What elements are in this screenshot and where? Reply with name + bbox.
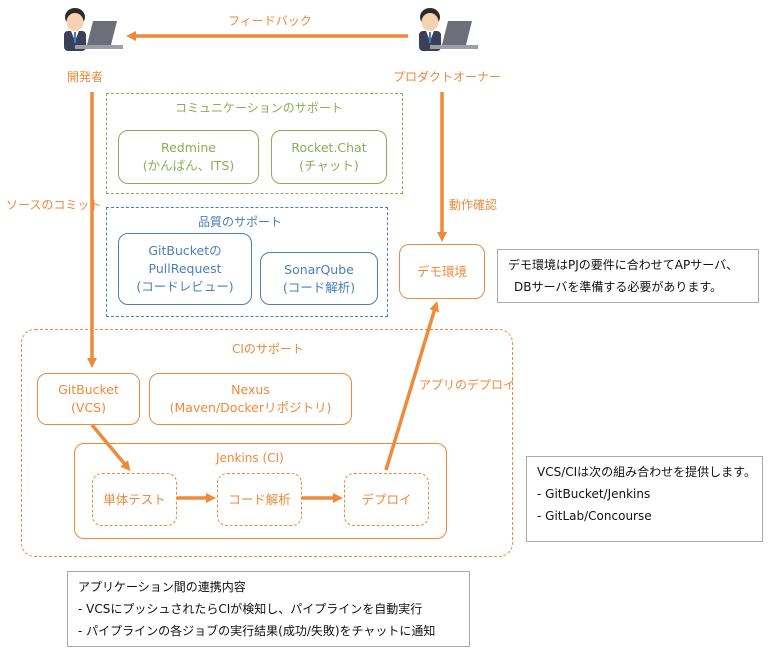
- feedback-label: フィードバック: [228, 14, 312, 28]
- product-owner-label: プロダクトオーナー: [393, 70, 502, 84]
- jenkins-ci-box: [74, 443, 447, 539]
- gitbucket-pr-line2: PullRequest: [148, 261, 222, 276]
- nexus-name: Nexus: [231, 382, 270, 397]
- operation-check-label: 動作確認: [449, 198, 498, 212]
- demo-note-line2: DBサーバを準備する必要があります。: [514, 280, 723, 294]
- deploy-label: デプロイ: [361, 491, 412, 507]
- vcs-ci-note-line2: - GitBucket/Jenkins: [537, 487, 651, 501]
- gitbucket-desc: (VCS): [71, 400, 106, 415]
- nexus-desc: (Maven/Dockerリポジトリ): [169, 400, 332, 415]
- sonarqube-box: SonarQube (コード解析): [260, 252, 378, 305]
- gitbucket-pr-line1: GitBucketの: [148, 243, 222, 258]
- code-analysis-label: コード解析: [228, 491, 291, 507]
- redmine-name: Redmine: [160, 140, 216, 155]
- integration-note: アプリケーション間の連携内容 - VCSにプッシュされたらCIが検知し、パイプラ…: [67, 571, 470, 647]
- developer-label: 開発者: [67, 70, 104, 84]
- gitbucket-vcs-box: GitBucket (VCS): [37, 373, 140, 425]
- demo-environment-box: デモ環境: [399, 244, 485, 299]
- gitbucket-to-test-arrow: [90, 423, 131, 472]
- sonarqube-desc: (コード解析): [282, 279, 356, 295]
- rocketchat-box: Rocket.Chat (チャット): [271, 130, 387, 184]
- quality-support-group: [106, 207, 388, 317]
- vcs-ci-note-line1: VCS/CIは次の組み合わせを提供します。: [537, 465, 756, 479]
- developer-actor: 開発者: [55, 5, 129, 85]
- person-at-laptop-icon: [64, 8, 123, 51]
- demo-note-line1: デモ環境はPJの要件に合わせてAPサーバ、: [508, 258, 739, 272]
- deploy-arrow: [384, 301, 440, 471]
- sonarqube-name: SonarQube: [284, 261, 354, 277]
- quality-support-title: 品質のサポート: [198, 215, 283, 229]
- app-deploy-label: アプリのデプロイ: [419, 378, 516, 392]
- gitbucket-name: GitBucket: [58, 382, 119, 397]
- person-at-laptop-icon: [419, 8, 478, 51]
- vcs-ci-note-line3: - GitLab/Concourse: [537, 509, 652, 523]
- redmine-box: Redmine (かんばん、ITS): [118, 130, 259, 184]
- source-commit-label: ソースのコミット: [6, 198, 102, 212]
- nexus-box: Nexus (Maven/Dockerリポジトリ): [149, 373, 352, 425]
- code-analysis-step: コード解析: [217, 473, 302, 526]
- ci-support-title: CIのサポート: [232, 342, 304, 356]
- redmine-desc: (かんばん、ITS): [142, 158, 235, 173]
- unit-test-label: 単体テスト: [103, 491, 166, 507]
- unit-test-step: 単体テスト: [92, 473, 177, 526]
- deploy-step: デプロイ: [344, 473, 429, 526]
- jenkins-title: Jenkins (CI): [216, 451, 284, 465]
- communication-support-group: [106, 93, 403, 194]
- product-owner-actor: [410, 5, 484, 85]
- vcs-ci-note: VCS/CIは次の組み合わせを提供します。 - GitBucket/Jenkin…: [526, 456, 763, 542]
- integration-note-line1: アプリケーション間の連携内容: [78, 580, 246, 594]
- integration-note-line2: - VCSにプッシュされたらCIが検知し、パイプラインを自動実行: [78, 602, 423, 616]
- rocketchat-name: Rocket.Chat: [291, 140, 367, 155]
- gitbucket-pullrequest-box: GitBucketの PullRequest (コードレビュー): [118, 233, 252, 305]
- gitbucket-pr-line3: (コードレビュー): [136, 279, 234, 294]
- communication-support-title: コミュニケーションのサポート: [175, 101, 343, 115]
- demo-environment-label: デモ環境: [416, 263, 467, 279]
- ci-support-group: [21, 329, 513, 557]
- integration-note-line3: - パイプラインの各ジョブの実行結果(成功/失敗)をチャットに通知: [78, 624, 436, 638]
- rocketchat-desc: (チャット): [299, 158, 359, 173]
- demo-environment-note: デモ環境はPJの要件に合わせてAPサーバ、 DBサーバを準備する必要があります。: [497, 249, 759, 303]
